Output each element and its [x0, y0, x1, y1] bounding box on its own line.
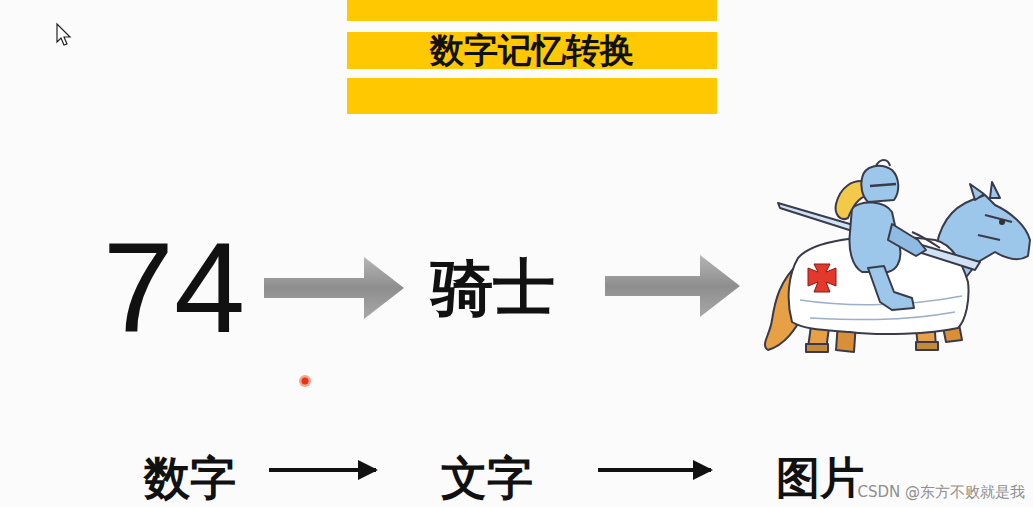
- text-node: 74: [88, 222, 260, 354]
- text-node: 骑士: [408, 248, 578, 328]
- flow-arrow: [598, 468, 711, 472]
- flow-arrow: [269, 468, 376, 472]
- knight-picture: [765, 160, 1030, 352]
- watermark: CSDN @东方不败就是我: [857, 482, 1025, 502]
- gray-arrow: [605, 255, 740, 317]
- word-text: 骑士: [431, 248, 555, 328]
- step-label: 图片: [776, 450, 864, 506]
- gray-arrow: [264, 257, 404, 319]
- pointer-dot: [299, 375, 311, 387]
- step-label: 数字: [144, 450, 236, 506]
- mouse-cursor: [57, 24, 70, 45]
- pointer-dot: [302, 378, 309, 385]
- step-label: 文字: [441, 450, 533, 506]
- text-node: 数字: [115, 450, 265, 506]
- title-band: [347, 78, 717, 114]
- text-node: 文字: [380, 450, 594, 506]
- number-text: 74: [103, 222, 245, 354]
- title-text: 数字记忆转换: [347, 32, 717, 69]
- title-band: [347, 0, 717, 21]
- title-band: [347, 32, 717, 69]
